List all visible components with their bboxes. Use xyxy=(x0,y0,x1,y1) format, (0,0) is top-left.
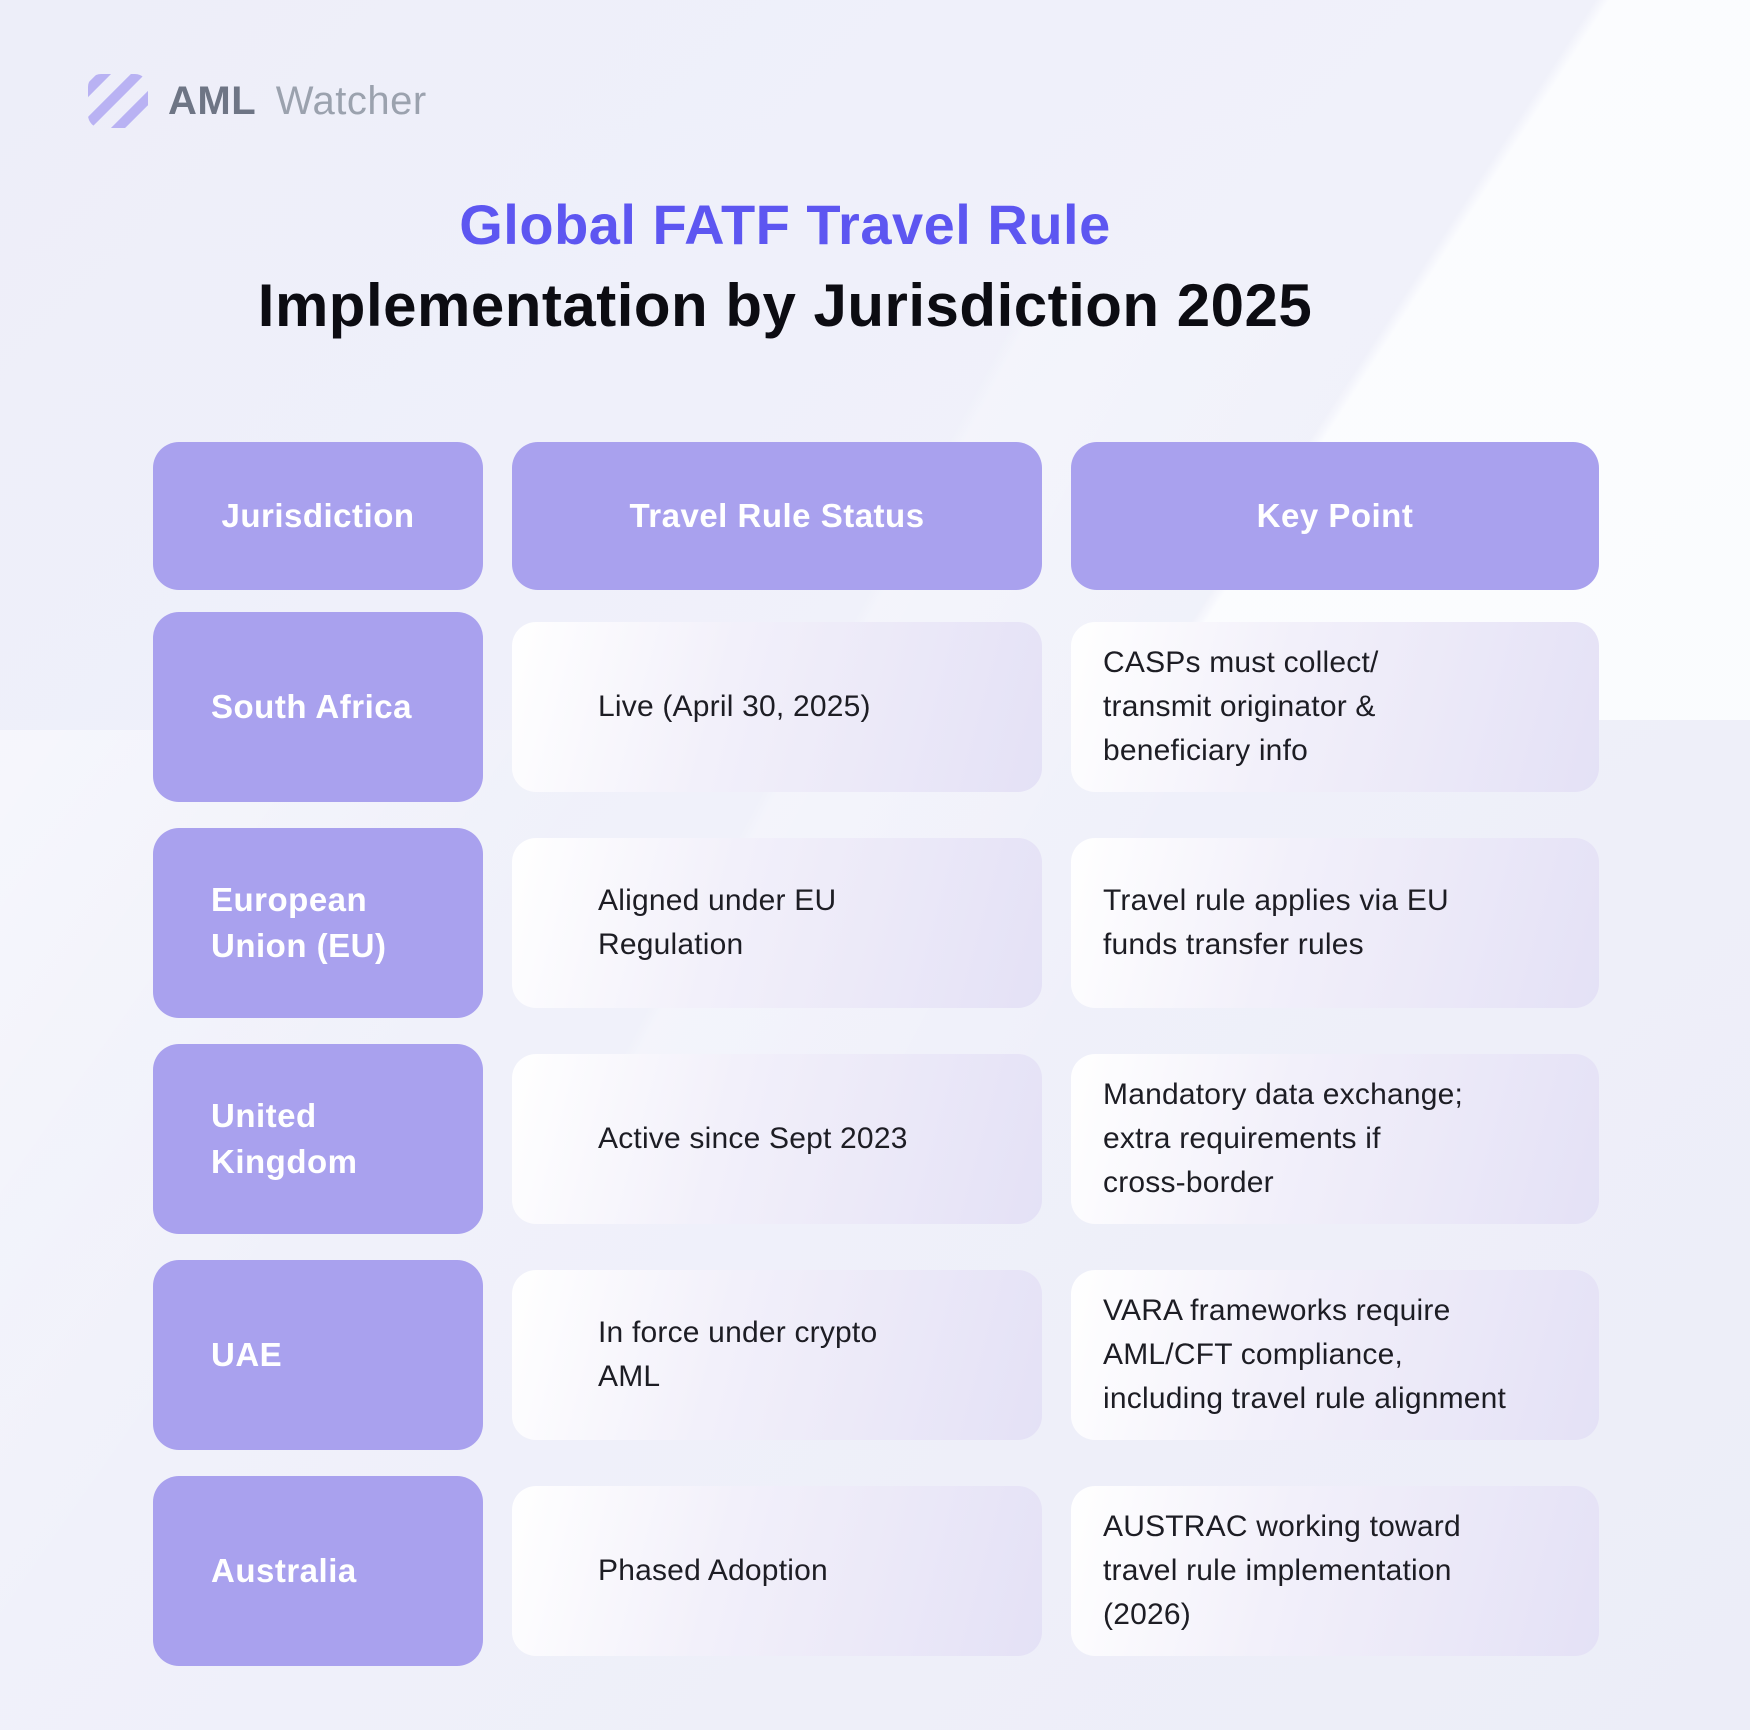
keypoint-cell-south-africa: CASPs must collect/ transmit originator … xyxy=(1071,622,1599,792)
travel-rule-table: Jurisdiction Travel Rule Status Key Poin… xyxy=(153,442,1599,1666)
page-title-line2: Implementation by Jurisdiction 2025 xyxy=(257,272,1313,339)
aml-watcher-logo: AML Watcher xyxy=(88,74,427,128)
header-travel-rule-status: Travel Rule Status xyxy=(512,442,1042,590)
jurisdiction-cell-eu: European Union (EU) xyxy=(153,828,483,1018)
status-cell-uae: In force under crypto AML xyxy=(512,1270,1042,1440)
status-cell-uk: Active since Sept 2023 xyxy=(512,1054,1042,1224)
brand-name-bold: AML xyxy=(168,78,257,123)
status-cell-australia: Phased Adoption xyxy=(512,1486,1042,1656)
status-cell-south-africa: Live (April 30, 2025) xyxy=(512,622,1042,792)
keypoint-cell-uae: VARA frameworks require AML/CFT complian… xyxy=(1071,1270,1599,1440)
jurisdiction-cell-uae: UAE xyxy=(153,1260,483,1450)
jurisdiction-cell-uk: United Kingdom xyxy=(153,1044,483,1234)
table-body: South Africa Live (April 30, 2025) CASPs… xyxy=(153,612,1599,1666)
page-title-line1: Global FATF Travel Rule xyxy=(459,193,1111,256)
page-title: Global FATF Travel Rule Implementation b… xyxy=(0,192,1570,340)
aml-watcher-logo-icon xyxy=(88,74,148,128)
table-header-row: Jurisdiction Travel Rule Status Key Poin… xyxy=(153,442,1599,590)
brand-name-light: Watcher xyxy=(275,78,427,123)
status-cell-eu: Aligned under EU Regulation xyxy=(512,838,1042,1008)
keypoint-cell-uk: Mandatory data exchange; extra requireme… xyxy=(1071,1054,1599,1224)
header-key-point: Key Point xyxy=(1071,442,1599,590)
keypoint-cell-eu: Travel rule applies via EU funds transfe… xyxy=(1071,838,1599,1008)
header-jurisdiction: Jurisdiction xyxy=(153,442,483,590)
brand-name: AML Watcher xyxy=(168,79,427,124)
jurisdiction-cell-south-africa: South Africa xyxy=(153,612,483,802)
jurisdiction-cell-australia: Australia xyxy=(153,1476,483,1666)
keypoint-cell-australia: AUSTRAC working toward travel rule imple… xyxy=(1071,1486,1599,1656)
